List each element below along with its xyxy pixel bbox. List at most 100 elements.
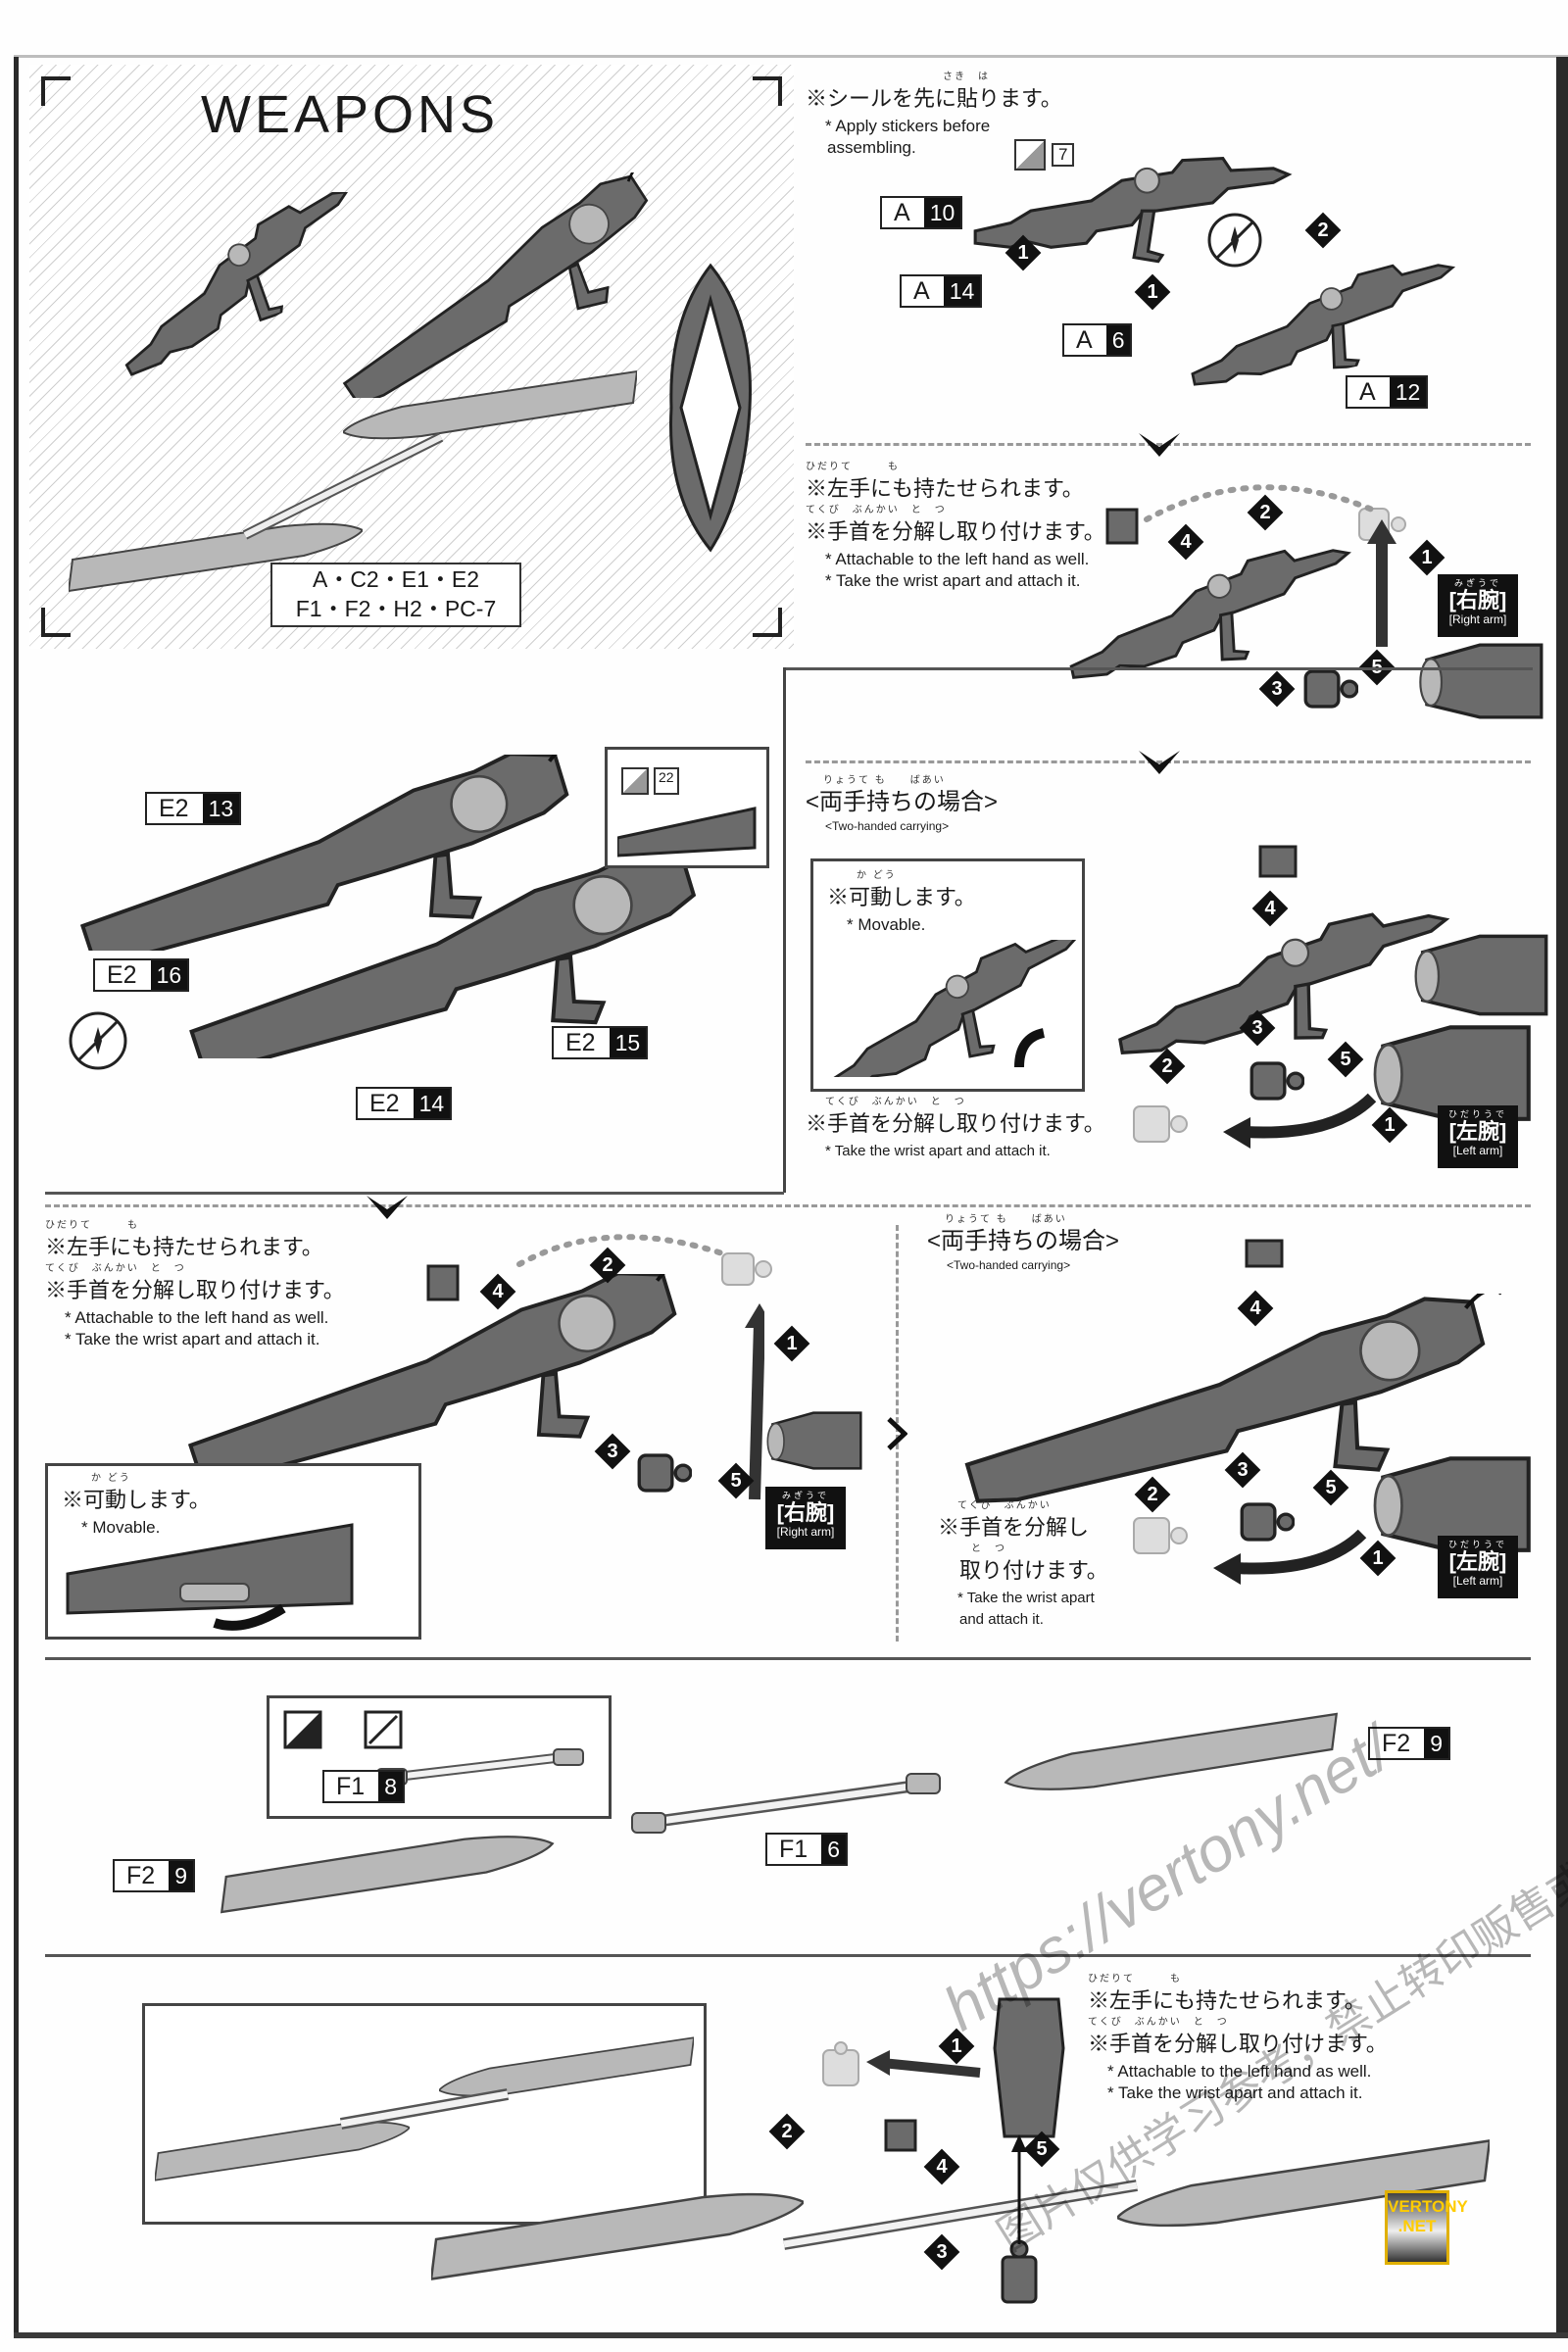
sticker-number: 22 xyxy=(654,767,679,795)
step-number: 3 xyxy=(594,1433,631,1470)
ruby: てくび ぶんかい と つ xyxy=(1088,2017,1229,2028)
step-number: 1 xyxy=(1371,1106,1408,1144)
step-number: 1 xyxy=(1359,1540,1396,1577)
ruby: てくび ぶんかい と つ xyxy=(45,1263,186,1274)
title-en: <Two-handed carrying> xyxy=(825,819,950,833)
ruby: りょうて も ばあい xyxy=(823,775,946,786)
note-jp: ※可動します。 xyxy=(827,885,976,909)
step-number: 2 xyxy=(1304,212,1342,249)
parts-list-line: A・C2・E1・E2 xyxy=(312,566,479,592)
note-jp: ※左手にも持たせられます。 xyxy=(45,1235,323,1259)
ruby: か どう xyxy=(857,870,897,881)
spear-shaft-part xyxy=(631,1773,941,1834)
left-arm-label: ひだりうで [左腕] [Left arm] xyxy=(1438,1536,1518,1598)
section-border xyxy=(45,1657,1531,1660)
two-handed-title: りょうて も ばあい <両手持ちの場合> <Two-handed carryin… xyxy=(806,775,999,834)
spear-illustration xyxy=(155,2036,694,2181)
title-jp: <両手持ちの場合> xyxy=(806,789,999,815)
step-number: 1 xyxy=(1004,234,1042,271)
note-en: * Movable. xyxy=(81,1518,161,1537)
sticker-location xyxy=(617,807,757,858)
note-en: assembling. xyxy=(827,138,916,157)
ruby: てくび ぶんかい と つ xyxy=(825,1097,966,1107)
step-number: 3 xyxy=(1239,1009,1276,1047)
right-forearm xyxy=(766,1411,862,1470)
spear-blade-part xyxy=(220,1835,555,1914)
note-en: * Take the wrist apart and attach it. xyxy=(65,1330,320,1348)
movable-grip-inset: か どう ※可動します。 * Movable. xyxy=(45,1463,421,1640)
step-number: 4 xyxy=(1251,890,1289,927)
note-jp: ※手首を分解し取り付けます。 xyxy=(1088,2032,1388,2056)
no-cut-icon xyxy=(69,1011,127,1070)
spear-cap-inset xyxy=(267,1695,612,1819)
spear-cap-part xyxy=(376,1748,584,1786)
sticker-callout: 7 xyxy=(1014,139,1075,171)
ruby: てくび ぶんかい と つ xyxy=(806,505,947,515)
note-jp: 取り付けます。 xyxy=(959,1558,1108,1583)
logo-text: .NET xyxy=(1397,2217,1437,2235)
paint-icon xyxy=(283,1710,322,1749)
note-en: * Take the wrist apart and attach it. xyxy=(1107,2083,1363,2102)
note-jp: ※手首を分解し取り付けます。 xyxy=(45,1278,345,1302)
step-number: 2 xyxy=(1247,494,1284,531)
step-number: 5 xyxy=(1327,1041,1364,1078)
note-jp: ※可動します。 xyxy=(62,1488,211,1512)
wrist-part xyxy=(884,2119,917,2152)
step-number: 5 xyxy=(1023,2131,1060,2168)
right-arm-label: みぎうで [右腕] [Right arm] xyxy=(1438,574,1518,637)
ruby: りょうて も ばあい xyxy=(945,1214,1067,1225)
chevron-down-icon xyxy=(367,1196,408,1219)
section-border xyxy=(45,1192,784,1195)
section-border xyxy=(783,667,1533,670)
assembly-arrows xyxy=(866,2050,1027,2244)
hand-ghost xyxy=(1133,1105,1188,1143)
wrist-note: てくび ぶんかい と つ ※手首を分解し取り付けます。 * Take the w… xyxy=(806,1098,1105,1162)
ruby: か どう xyxy=(91,1473,131,1484)
chevron-right-icon xyxy=(887,1417,907,1450)
two-handed-title: りょうて も ばあい <両手持ちの場合> <Two-handed carryin… xyxy=(927,1214,1120,1273)
vertony-logo: VERTONY .NET xyxy=(1385,2190,1468,2265)
note-en: * Take the wrist apart xyxy=(957,1590,1095,1606)
right-forearm xyxy=(1418,643,1544,719)
ruby: と つ xyxy=(971,1544,1006,1554)
no-cut-icon xyxy=(1207,213,1262,268)
step-number: 2 xyxy=(768,2113,806,2150)
hand-ghost xyxy=(1133,1517,1188,1554)
step-number: 1 xyxy=(773,1325,810,1362)
sticker-inset: 22 xyxy=(605,747,769,868)
nipper-icon xyxy=(364,1710,403,1749)
note-en: * Movable. xyxy=(847,915,926,934)
ruby: ひだりて も xyxy=(806,462,900,472)
right-arm-label: みぎうで [右腕] [Right arm] xyxy=(765,1487,846,1549)
note-en: * Apply stickers before xyxy=(825,117,991,135)
fist-part xyxy=(1001,2239,1038,2304)
section-border xyxy=(45,1954,1531,1957)
title-jp: <両手持ちの場合> xyxy=(927,1228,1120,1254)
sticker-number: 7 xyxy=(1052,143,1075,167)
step-divider xyxy=(45,1204,1531,1207)
ruby: ひだりて も xyxy=(1088,1974,1182,1984)
arm-part xyxy=(993,1997,1065,2138)
sticker-icon xyxy=(1014,139,1046,171)
page-frame-right xyxy=(1556,57,1568,2336)
wrist-part xyxy=(426,1264,460,1301)
weapons-parts-list: A・C2・E1・E2 F1・F2・H2・PC-7 xyxy=(270,563,521,627)
rifle-grip-illustration xyxy=(823,940,1078,1077)
shield-illustration xyxy=(669,263,752,553)
launcher-grip-illustration xyxy=(66,1523,354,1631)
step-number: 3 xyxy=(923,2233,960,2271)
wrist-part xyxy=(1105,508,1139,545)
step-number: 4 xyxy=(923,2148,960,2185)
note-en: * Attachable to the left hand as well. xyxy=(1107,2062,1372,2081)
step-number: 4 xyxy=(479,1273,516,1310)
